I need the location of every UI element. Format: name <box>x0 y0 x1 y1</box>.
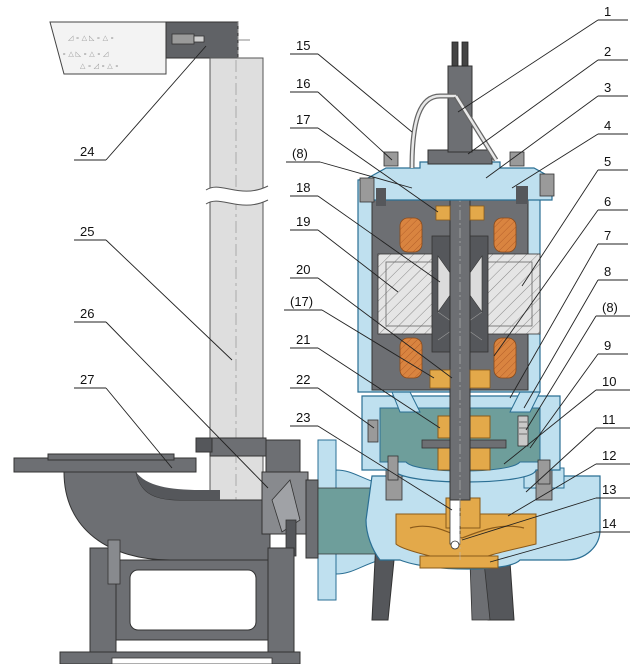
shaft <box>449 120 471 560</box>
callout-label-1: 1 <box>604 4 611 19</box>
callout-leader-1 <box>457 19 599 113</box>
callout-label-23: 23 <box>296 410 310 425</box>
callout-label-15: 15 <box>296 38 310 53</box>
concrete-slab: ◿ ∘ △ ◺ ∘ △ ∘ ∘ △ ◺ ∘ △ ∘ ◿ △ ∘ ◿ ∘ △ ∘ <box>49 21 167 75</box>
callout-label-21: 21 <box>296 332 310 347</box>
callout-label-17l: (17) <box>290 294 313 309</box>
callout-leader-12 <box>507 463 597 517</box>
callout-label-17: 17 <box>296 112 310 127</box>
coupling-base <box>13 437 309 664</box>
callout-label-8l: (8) <box>292 146 308 161</box>
callout-label-4: 4 <box>604 118 611 133</box>
svg-text:◿ ∘ △ ◺ ∘ △ ∘: ◿ ∘ △ ◺ ∘ △ ∘ <box>68 35 114 42</box>
callout-label-6: 6 <box>604 194 611 209</box>
callout-label-13: 13 <box>602 482 616 497</box>
callout-leader-8 <box>523 279 599 409</box>
callout-leader-15 <box>317 53 413 133</box>
callout-leader-14 <box>489 531 597 563</box>
upper-bracket <box>165 21 250 59</box>
impeller <box>395 497 537 569</box>
callout-leader-9 <box>529 353 599 449</box>
callout-label-14: 14 <box>602 516 616 531</box>
callout-leader-20 <box>317 277 453 379</box>
callout-label-9: 9 <box>604 338 611 353</box>
guide-pipe <box>205 57 269 511</box>
callout-label-5: 5 <box>604 154 611 169</box>
callout-label-11: 11 <box>602 412 616 427</box>
callout-leader-10 <box>503 389 597 465</box>
svg-text:∘ △ ◺ ∘ △ ∘ ◿: ∘ △ ◺ ∘ △ ∘ ◿ <box>62 51 109 58</box>
callout-labels: 12345678(8)91011121314151617(8)181920(17… <box>74 4 630 563</box>
callout-label-27: 27 <box>80 372 94 387</box>
callout-leader-23 <box>317 425 453 511</box>
callout-label-10: 10 <box>602 374 616 389</box>
callout-leader-21 <box>317 347 441 429</box>
callout-leader-13 <box>461 497 597 541</box>
callout-leader-3 <box>485 95 599 179</box>
callout-label-24: 24 <box>80 144 94 159</box>
cable-entry <box>409 41 499 169</box>
bearings <box>429 205 491 389</box>
callout-leader-8r <box>525 315 597 431</box>
callout-leader-25 <box>105 239 233 361</box>
callout-leader-4 <box>511 133 599 189</box>
callout-leader-17 <box>317 127 439 213</box>
callout-leader-24 <box>105 45 207 161</box>
top-cover <box>359 149 555 206</box>
callout-label-20: 20 <box>296 262 310 277</box>
callout-label-2: 2 <box>604 44 611 59</box>
callout-leader-5 <box>521 169 599 287</box>
svg-text:△ ∘ ◿ ∘ △ ∘: △ ∘ ◿ ∘ △ ∘ <box>80 63 119 70</box>
callout-label-18: 18 <box>296 180 310 195</box>
callout-leader-27 <box>105 387 173 469</box>
callout-label-16: 16 <box>296 76 310 91</box>
callout-leader-19 <box>317 229 399 293</box>
callout-leader-8l <box>319 161 413 189</box>
callout-label-22: 22 <box>296 372 310 387</box>
callout-leader-6 <box>493 209 599 357</box>
callout-leader-22 <box>317 387 375 429</box>
callout-label-25: 25 <box>80 224 94 239</box>
callout-leader-11 <box>525 427 597 493</box>
callout-leader-18 <box>317 195 441 283</box>
callout-label-12: 12 <box>602 448 616 463</box>
callout-label-3: 3 <box>604 80 611 95</box>
callout-label-7: 7 <box>604 228 611 243</box>
callout-label-26: 26 <box>80 306 94 321</box>
callout-leader-17l <box>321 309 435 379</box>
callout-leader-26 <box>105 321 269 489</box>
callout-leader-2 <box>467 59 599 155</box>
callout-leader-16 <box>317 91 393 161</box>
callout-label-19: 19 <box>296 214 310 229</box>
callout-leader-7 <box>509 243 599 399</box>
callout-label-8: 8 <box>604 264 611 279</box>
callout-label-8r: (8) <box>602 300 618 315</box>
